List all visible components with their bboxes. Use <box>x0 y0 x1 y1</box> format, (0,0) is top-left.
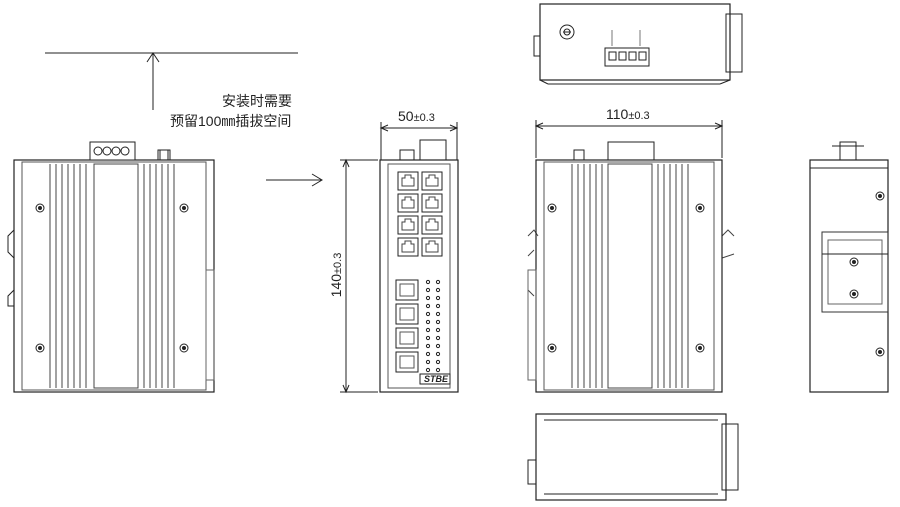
fins-right <box>143 164 175 388</box>
dim-depth <box>534 120 724 158</box>
top-rail-clip <box>725 13 743 73</box>
dim-depth-label: 110±0.3 <box>606 106 650 124</box>
front-body <box>379 159 459 393</box>
dim-width-front-value: 50 <box>398 108 414 124</box>
led-indicator-icon <box>435 343 441 349</box>
led-indicator-icon <box>435 359 441 365</box>
led-indicator-icon <box>435 327 441 333</box>
depth-body <box>535 159 723 393</box>
led-indicator-icon <box>425 335 431 341</box>
bottom-body <box>535 413 727 501</box>
screw-icons <box>547 203 705 353</box>
brand-plate <box>419 373 451 385</box>
led-indicator-icon <box>425 359 431 365</box>
led-indicator-icon <box>435 287 441 293</box>
sfp-port-icon <box>395 351 419 373</box>
led-indicator-icon <box>425 367 431 373</box>
led-indicator-group <box>425 279 441 373</box>
led-indicator-icon <box>425 287 431 293</box>
clearance-indicator <box>45 52 323 187</box>
rj45-port-icon <box>397 193 419 213</box>
rj45-port-icon <box>421 215 443 235</box>
terminal-block-icon <box>89 141 136 161</box>
dim-depth-value: 110 <box>606 106 629 122</box>
dim-width-front-label: 50±0.3 <box>398 108 435 126</box>
rj45-port-icon <box>397 215 419 235</box>
rj45-port-icon <box>397 171 419 191</box>
led-indicator-icon <box>425 351 431 357</box>
sfp-port-icon <box>395 327 419 349</box>
led-indicator-icon <box>435 311 441 317</box>
depth-view <box>527 120 735 393</box>
top-body <box>539 3 731 81</box>
led-indicator-icon <box>425 279 431 285</box>
dim-height <box>340 158 378 394</box>
top-view <box>533 3 743 85</box>
led-indicator-icon <box>425 343 431 349</box>
sfp-port-icon <box>395 279 419 301</box>
din-rail-mount <box>821 231 889 313</box>
sfp-port-icon <box>395 303 419 325</box>
install-note-line1: 安装时需要 <box>222 93 292 109</box>
rj45-port-icon <box>421 193 443 213</box>
led-indicator-icon <box>425 295 431 301</box>
rj45-port-icon <box>421 237 443 257</box>
screw-icons <box>35 203 189 353</box>
install-note-line2: 预留100㎜插拔空间 <box>170 113 292 129</box>
terminal-block-icon <box>604 47 650 67</box>
rj45-port-group <box>397 171 443 257</box>
led-indicator-icon <box>435 303 441 309</box>
dim-height-tol: ±0.3 <box>332 252 344 274</box>
side-body <box>13 159 215 393</box>
din-rail-clip-icon <box>7 229 15 307</box>
front-top-connector <box>419 139 447 161</box>
depth-fins-right <box>657 164 689 388</box>
dim-width-front <box>379 122 459 160</box>
dim-depth-tol: ±0.3 <box>628 110 650 122</box>
led-indicator-icon <box>425 311 431 317</box>
bottom-view <box>527 413 739 501</box>
led-indicator-icon <box>435 319 441 325</box>
dim-height-label: 140±0.3 <box>328 230 346 320</box>
side-panel <box>93 163 139 389</box>
fins-left <box>49 164 87 388</box>
led-indicator-icon <box>435 295 441 301</box>
dim-width-front-tol: ±0.3 <box>413 112 435 124</box>
ground-screw-icon <box>559 24 575 40</box>
led-indicator-icon <box>425 303 431 309</box>
led-indicator-icon <box>435 279 441 285</box>
led-indicator-icon <box>435 351 441 357</box>
ground-screw-icon <box>157 149 171 161</box>
led-indicator-icon <box>425 327 431 333</box>
dim-height-value: 140 <box>328 274 344 298</box>
led-indicator-icon <box>425 319 431 325</box>
side-port-edge <box>205 269 215 381</box>
rj45-port-icon <box>421 171 443 191</box>
rj45-port-icon <box>397 237 419 257</box>
brand-label: STBE <box>424 374 449 384</box>
led-indicator-icon <box>435 335 441 341</box>
sfp-port-group <box>395 279 419 373</box>
depth-top-connector <box>607 141 655 161</box>
led-indicator-icon <box>435 367 441 373</box>
depth-fins-left <box>571 164 603 388</box>
left-side-view <box>7 141 215 393</box>
right-end-view <box>809 141 889 393</box>
front-view <box>340 122 459 394</box>
